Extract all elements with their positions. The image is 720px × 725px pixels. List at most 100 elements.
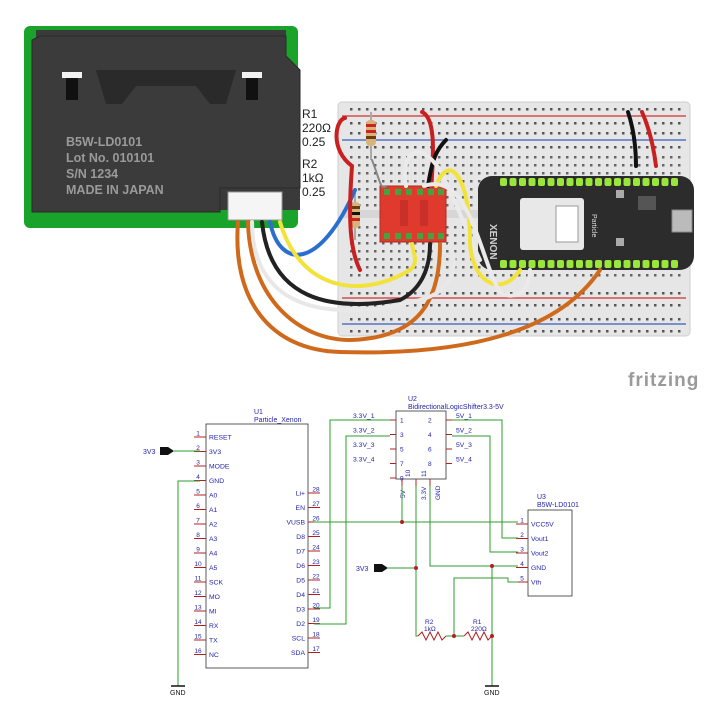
bb-hole (382, 172, 385, 175)
bb-hole (486, 330, 489, 333)
bb-hole (350, 250, 353, 253)
bb-hole (358, 132, 361, 135)
bb-hole (462, 258, 465, 261)
u3-pin-name: Vth (531, 580, 541, 587)
u3-body (527, 509, 573, 597)
bb-hole (454, 180, 457, 183)
bb-hole (446, 234, 449, 237)
wire-orange-1 (235, 220, 602, 355)
xenon-header-pin (642, 178, 650, 186)
bb-hole (558, 108, 561, 111)
bb-hole (374, 292, 377, 295)
u1-pin-number: 18 (312, 632, 320, 639)
xenon-header-pin (528, 260, 536, 268)
bb-hole (622, 330, 625, 333)
bb-hole (462, 292, 465, 295)
bb-hole (646, 146, 649, 149)
bb-hole (526, 274, 529, 277)
u1-name: Particle_Xenon (254, 417, 302, 424)
bb-hole (502, 156, 505, 159)
xenon-header-pin (623, 260, 631, 268)
u2-5v-label: 5V (400, 489, 407, 498)
bb-hole (358, 274, 361, 277)
bb-hole (398, 156, 401, 159)
bb-hole (558, 122, 561, 125)
bb-hole (414, 274, 417, 277)
bb-hole (614, 274, 617, 277)
bb-hole (374, 164, 377, 167)
bb-hole (510, 108, 513, 111)
bb-hole (590, 132, 593, 135)
bb-hole (630, 172, 633, 175)
r2-value-label: 1kΩ (302, 171, 324, 185)
r1-ref: R1 (473, 619, 482, 626)
bb-hole (374, 204, 377, 207)
bb-hole (462, 108, 465, 111)
bb-hole (526, 172, 529, 175)
u1-pin-number: 12 (194, 590, 202, 597)
bb-hole (518, 146, 521, 149)
bb-hole (614, 108, 617, 111)
u2-ref: U2 (408, 396, 417, 403)
bb-hole (494, 274, 497, 277)
bb-hole (462, 164, 465, 167)
bb-hole (438, 132, 441, 135)
bb-hole (470, 122, 473, 125)
bb-hole (598, 330, 601, 333)
bb-hole (470, 156, 473, 159)
net-d2-shifter (314, 435, 390, 625)
bb-hole (470, 330, 473, 333)
u1-pin-number: 25 (312, 530, 320, 537)
bb-hole (598, 156, 601, 159)
bb-hole (462, 318, 465, 321)
bb-hole (614, 156, 617, 159)
bb-hole (518, 274, 521, 277)
bb-hole (350, 258, 353, 261)
bb-hole (358, 172, 361, 175)
bb-hole (454, 330, 457, 333)
r1-value: 220Ω (471, 626, 487, 633)
bb-hole (534, 292, 537, 295)
resistor-r2 (350, 190, 360, 240)
bb-hole (670, 292, 673, 295)
bb-hole (422, 156, 425, 159)
u1-pin-number: 17 (312, 646, 320, 653)
bb-hole (462, 196, 465, 199)
bb-hole (470, 274, 473, 277)
u1-pin-number: 24 (312, 545, 320, 552)
bb-hole (438, 172, 441, 175)
u1-pin-name: A3 (209, 536, 218, 543)
bb-hole (414, 266, 417, 269)
bb-hole (598, 122, 601, 125)
bb-hole (582, 274, 585, 277)
bb-hole (454, 242, 457, 245)
bb-hole (470, 204, 473, 207)
bb-hole (550, 292, 553, 295)
bb-hole (662, 164, 665, 167)
bb-hole (470, 188, 473, 191)
bb-hole (510, 122, 513, 125)
bb-hole (550, 132, 553, 135)
u1-pin-number: 3 (196, 460, 200, 467)
bb-hole (646, 292, 649, 295)
xenon-header-pin (604, 178, 612, 186)
bb-hole (470, 164, 473, 167)
bb-hole (446, 266, 449, 269)
bb-hole (494, 122, 497, 125)
bb-hole (534, 330, 537, 333)
xenon-header-pin (671, 260, 678, 268)
bb-hole (678, 122, 681, 125)
bb-hole (606, 304, 609, 307)
bb-hole (574, 172, 577, 175)
u1-pin-number: 26 (312, 516, 320, 523)
bb-hole (358, 226, 361, 229)
bb-hole (390, 172, 393, 175)
bb-hole (510, 274, 513, 277)
bb-hole (462, 266, 465, 269)
u1-pin-number: 13 (194, 605, 202, 612)
bb-hole (462, 304, 465, 307)
bb-hole (462, 226, 465, 229)
bb-hole (582, 292, 585, 295)
bb-hole (478, 292, 481, 295)
